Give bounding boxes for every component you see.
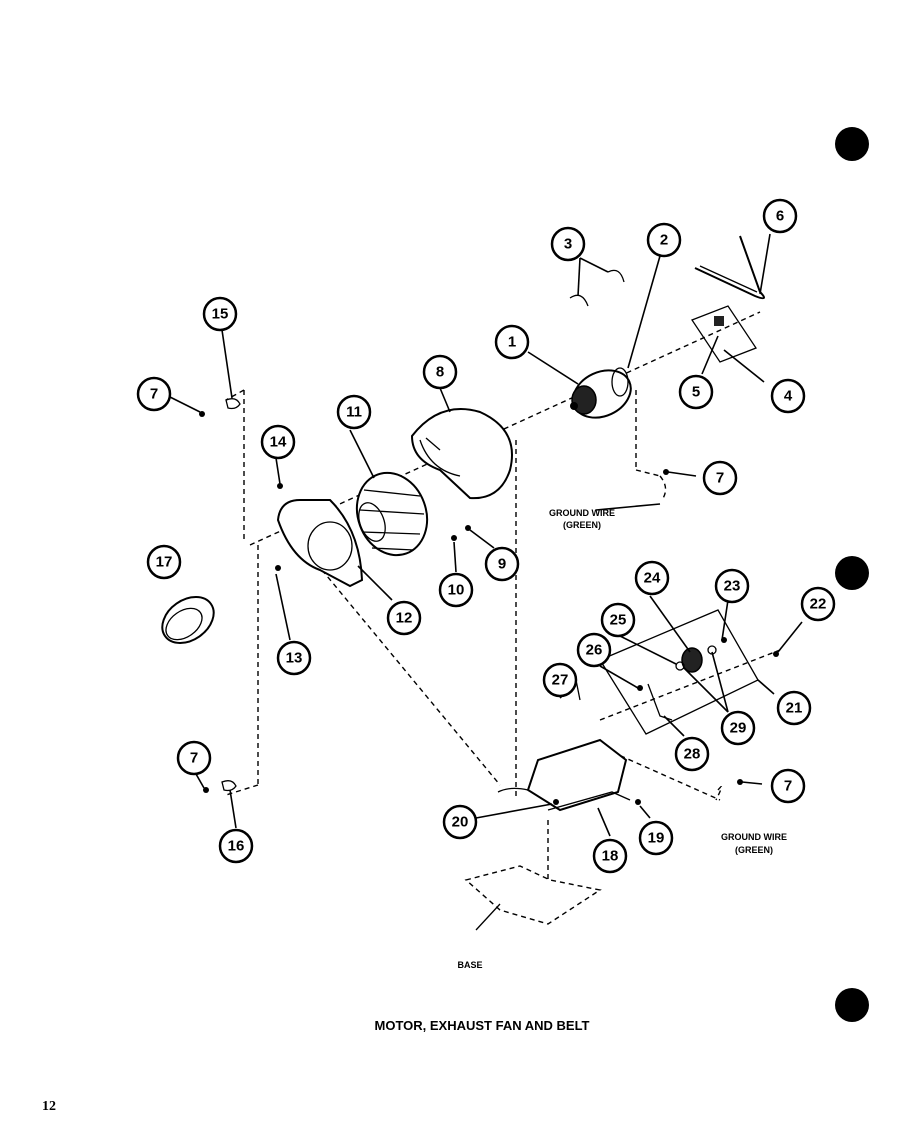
ring-part (161, 596, 215, 644)
callout-22: 22 (800, 586, 836, 622)
svg-text:3: 3 (564, 236, 572, 253)
svg-text:19: 19 (648, 830, 665, 847)
svg-text:11: 11 (346, 404, 362, 421)
ground-wire-color-upper: (GREEN) (563, 520, 601, 530)
svg-text:17: 17 (156, 554, 173, 571)
callout-27: 27 (542, 662, 578, 698)
svg-text:1: 1 (508, 334, 516, 351)
diagram-title: MOTOR, EXHAUST FAN AND BELT (375, 1018, 590, 1033)
svg-text:4: 4 (784, 388, 793, 405)
svg-text:10: 10 (448, 582, 465, 599)
callout-10: 10 (438, 572, 474, 608)
svg-text:12: 12 (396, 610, 413, 627)
callout-7a: 7 (136, 376, 172, 412)
callout-23: 23 (714, 568, 750, 604)
callout-7b: 7 (702, 460, 738, 496)
page-number: 12 (42, 1099, 56, 1114)
callout-28: 28 (674, 736, 710, 772)
svg-text:23: 23 (724, 578, 741, 595)
callout-21: 21 (776, 690, 812, 726)
svg-text:27: 27 (552, 672, 569, 689)
callout-29: 29 (720, 710, 756, 746)
callout-5: 5 (678, 374, 714, 410)
svg-text:29: 29 (730, 720, 747, 737)
callout-24: 24 (634, 560, 670, 596)
svg-text:22: 22 (810, 596, 827, 613)
callout-16: 16 (218, 828, 254, 864)
svg-text:14: 14 (270, 434, 287, 451)
fan-housing-part (410, 408, 513, 500)
callout-11: 11 (336, 394, 372, 430)
base-part (464, 865, 602, 931)
ground-wire-label-lower: GROUND WIRE (721, 832, 787, 842)
svg-text:7: 7 (784, 778, 792, 795)
callout-1: 1 (494, 324, 530, 360)
svg-text:28: 28 (684, 746, 701, 763)
svg-text:21: 21 (786, 700, 803, 717)
svg-text:13: 13 (286, 650, 303, 667)
leader-lines (167, 233, 803, 837)
ground-wire-lower (715, 786, 723, 801)
callout-13: 13 (276, 640, 312, 676)
callout-14: 14 (260, 424, 296, 460)
callout-12: 12 (386, 600, 422, 636)
svg-text:7: 7 (190, 750, 198, 767)
blower-cover-part (276, 499, 364, 588)
base-label: BASE (457, 960, 482, 970)
callout-8: 8 (422, 354, 458, 390)
ground-wire-color-lower: (GREEN) (735, 845, 773, 855)
callout-3: 3 (550, 226, 586, 262)
motor-part (570, 367, 632, 419)
svg-text:2: 2 (660, 232, 668, 249)
svg-text:24: 24 (644, 570, 661, 587)
small-bracket-parts (199, 398, 779, 805)
callout-25: 25 (600, 602, 636, 638)
svg-text:25: 25 (610, 612, 627, 629)
callout-4: 4 (770, 378, 806, 414)
svg-text:5: 5 (692, 384, 700, 401)
svg-text:18: 18 (602, 848, 619, 865)
fan-wheel-part (355, 471, 429, 557)
belt-part (694, 235, 765, 300)
callout-6: 6 (762, 198, 798, 234)
callout-19: 19 (638, 820, 674, 856)
svg-text:16: 16 (228, 838, 245, 855)
callout-26: 26 (576, 632, 612, 668)
pulley-bracket-part (691, 305, 757, 363)
punch-hole-middle (835, 556, 869, 590)
svg-text:26: 26 (586, 642, 603, 659)
callout-7c: 7 (176, 740, 212, 776)
svg-text:7: 7 (150, 386, 158, 403)
motor-clips-part (569, 269, 625, 307)
svg-text:8: 8 (436, 364, 444, 381)
punch-hole-bottom (835, 988, 869, 1022)
motor-base-part (497, 738, 631, 812)
ground-wire-label-upper: GROUND WIRE (549, 508, 615, 518)
callout-17: 17 (146, 544, 182, 580)
svg-text:9: 9 (498, 556, 506, 573)
callout-15: 15 (202, 296, 238, 332)
svg-text:15: 15 (212, 306, 229, 323)
callout-18: 18 (592, 838, 628, 874)
svg-text:7: 7 (716, 470, 724, 487)
callout-2: 2 (646, 222, 682, 258)
ground-wire-upper (659, 475, 667, 501)
punch-hole-top (835, 127, 869, 161)
callout-9: 9 (484, 546, 520, 582)
callout-20: 20 (442, 804, 478, 840)
callout-7d: 7 (770, 768, 806, 804)
svg-text:6: 6 (776, 208, 784, 225)
svg-text:20: 20 (452, 814, 469, 831)
